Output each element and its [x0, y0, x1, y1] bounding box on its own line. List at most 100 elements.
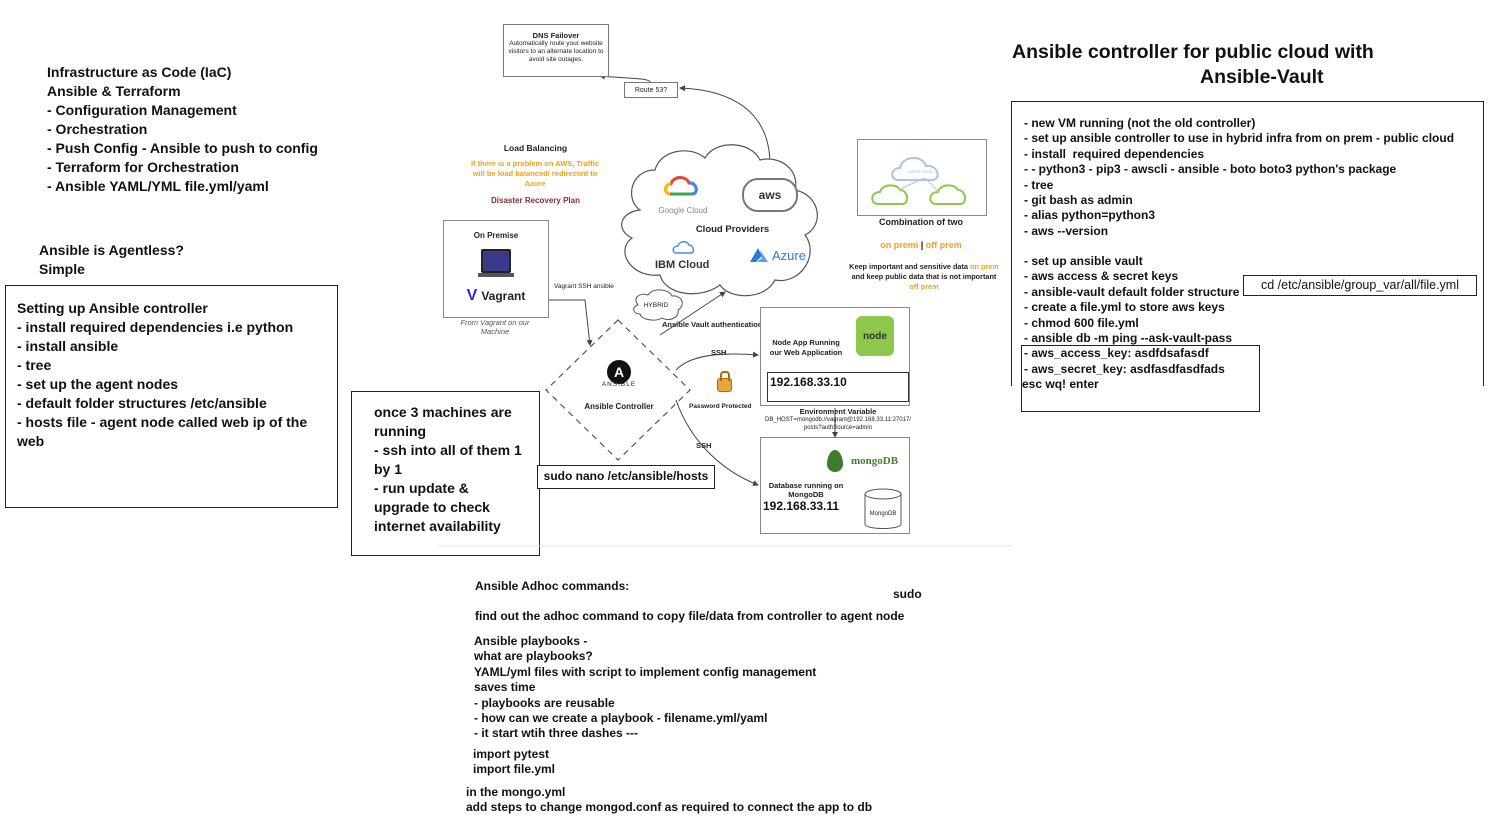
lock-icon	[717, 378, 732, 392]
env-var-value: DB_HOST=mongodb://vagrant@192.168.33.11:…	[765, 417, 911, 431]
machines-line: upgrade to check	[374, 499, 490, 515]
on-premi-label: on premi	[880, 240, 919, 250]
node-ip-box: 192.168.33.10	[767, 372, 909, 402]
vault-line: - new VM running (not the old controller…	[1024, 116, 1256, 130]
vagrant-label: Vagrant	[481, 289, 526, 303]
ansible-logo-text: ANSIBLE	[601, 381, 637, 388]
sep-label: |	[918, 240, 926, 250]
setup-line: web	[17, 433, 45, 449]
lb-title: Load Balancing	[503, 143, 568, 153]
vault-key-line: - ansible db -m ping --ask-vault-pass	[1024, 331, 1233, 346]
node-app-box[interactable]: Node App Running our Web Application nod…	[760, 307, 910, 406]
import-notes: import pytest import file.yml	[473, 747, 555, 778]
playbook-line: - how can we create a playbook - filenam…	[474, 711, 768, 726]
mongodb-leaf-icon	[827, 450, 843, 472]
hosts-command-box[interactable]: sudo nano /etc/ansible/hosts	[537, 465, 715, 489]
combination-label: Combination of two	[879, 217, 963, 227]
dns-desc: Automatically route your website visitor…	[508, 40, 604, 63]
iac-line: - Ansible YAML/YML file.yml/yaml	[47, 178, 269, 194]
machines-line: - ssh into all of them 1	[374, 442, 522, 458]
from-vagrant-label: From Vagrant on our Machine	[460, 318, 530, 336]
playbook-line: YAML/yml files with script to implement …	[474, 664, 817, 679]
dns-failover-box[interactable]: DNS Failover Automatically route your we…	[503, 24, 609, 77]
setup-line: - install required dependencies i.e pyth…	[17, 319, 294, 335]
sudo-note: sudo	[893, 587, 922, 601]
vault-line: - aws --version	[1024, 223, 1109, 238]
playbook-notes: Ansible playbooks - what are playbooks? …	[474, 634, 816, 742]
iac-line: - Terraform for Orchestration	[47, 159, 239, 175]
ansible-controller-label: Ansible Controller	[584, 402, 654, 411]
playbook-line: what are playbooks?	[474, 649, 593, 664]
setup-controller-box[interactable]: Setting up Ansible controller - install …	[5, 285, 338, 508]
mongo-line: add steps to change mongod.conf as requi…	[466, 800, 873, 815]
machines-running-box[interactable]: once 3 machines are running - ssh into a…	[351, 391, 540, 556]
vault-path-box[interactable]: cd /etc/ansible/group_var/all/file.yml	[1243, 275, 1477, 296]
import-line: import file.yml	[473, 762, 556, 777]
node-ip: 192.168.33.10	[770, 375, 847, 389]
iac-line: - Orchestration	[47, 121, 148, 137]
hybrid-label: HYBRID	[643, 302, 669, 309]
route53-box[interactable]: Route 53?	[624, 82, 678, 98]
vault-line: - alias python=python3	[1024, 208, 1156, 223]
prem-labels: on premi | off prem	[860, 240, 982, 250]
db-ip: 192.168.33.11	[763, 499, 840, 513]
vault-key-line: - aws_secret_key: asdfasdfasdfads	[1024, 361, 1225, 376]
database-cylinder-icon	[864, 488, 902, 529]
vault-notes-box[interactable]	[1011, 101, 1484, 386]
ibm-cloud-label: IBM Cloud	[655, 259, 710, 271]
controller-diamond	[545, 319, 691, 461]
db-running-label: Database running on MongoDB	[768, 481, 844, 499]
aws-keys-box[interactable]	[1021, 345, 1260, 412]
ssh-bottom-label: SSH	[696, 441, 712, 450]
aws-icon: aws	[742, 178, 798, 212]
keep-data-note: Keep important and sensitive data on pre…	[846, 262, 1002, 292]
hosts-command: sudo nano /etc/ansible/hosts	[543, 469, 709, 484]
setup-line: - install ansible	[17, 338, 119, 354]
vault-key-line: esc wq! enter	[1022, 377, 1099, 392]
iac-line: Ansible & Terraform	[47, 83, 181, 99]
import-line: import pytest	[473, 747, 550, 761]
ansible-logo-icon: A	[607, 360, 631, 384]
mongo-line: in the mongo.yml	[466, 785, 566, 799]
right-title-line1: Ansible controller for public cloud with	[1012, 41, 1374, 63]
on-premise-box[interactable]: On Premise V Vagrant	[443, 220, 549, 318]
iac-line: - Push Config - Ansible to push to confi…	[47, 140, 318, 156]
vault-line: - - python3 - pip3 - awscli - ansible - …	[1024, 162, 1397, 177]
playbook-line: - it start wtih three dashes ---	[474, 726, 639, 741]
hybrid-cloud-tag: hybrid cloud	[907, 169, 933, 174]
keep-text-1: Keep important and sensitive data	[849, 262, 971, 271]
drp-label: Disaster Recovery Plan	[491, 196, 580, 205]
vault-line: - install required dependencies	[1024, 146, 1205, 161]
vault-keys-notes: - set up ansible vault - aws access & se…	[1022, 254, 1240, 393]
ibm-icon	[672, 238, 696, 263]
vault-key-line: - ansible-vault default folder structure	[1024, 284, 1240, 299]
hybrid-cloud-shape	[633, 289, 683, 321]
playbook-line: saves time	[474, 680, 536, 695]
setup-line: - default folder structures /etc/ansible	[17, 395, 267, 411]
keep-off-prem: off prem	[909, 282, 939, 291]
agentless-line: Ansible is Agentless?	[39, 242, 184, 258]
vault-key-line: - set up ansible vault	[1024, 254, 1143, 268]
iac-line: - Configuration Management	[47, 102, 237, 118]
hybrid-cloud-icon	[871, 157, 966, 205]
vault-line: - git bash as admin	[1024, 193, 1133, 208]
adhoc-find-note: find out the adhoc command to copy file/…	[475, 609, 905, 623]
aws-label: aws	[758, 188, 782, 202]
env-var-title: Environment Variable	[799, 407, 877, 416]
vault-key-line: - chmod 600 file.yml	[1024, 315, 1139, 330]
route53-label: Route 53?	[634, 86, 668, 94]
dns-title: DNS Failover	[532, 31, 580, 40]
lb-desc: If there is a problem on AWS, Traffic wi…	[470, 159, 600, 188]
combination-box[interactable]: hybrid cloud	[857, 139, 987, 216]
agentless-notes: Ansible is Agentless? Simple	[39, 241, 184, 279]
google-cloud-icon	[662, 172, 702, 207]
database-box[interactable]: mongoDB Database running on MongoDB 192.…	[760, 437, 910, 534]
machines-line: by 1	[374, 461, 403, 477]
vault-setup-notes: - new VM running (not the old controller…	[1024, 116, 1454, 239]
azure-icon	[748, 246, 770, 269]
playbook-line: Ansible playbooks -	[474, 634, 588, 648]
vault-path: cd /etc/ansible/group_var/all/file.yml	[1260, 277, 1459, 292]
mongo-yml-notes: in the mongo.yml add steps to change mon…	[466, 785, 872, 816]
ssh-top-label: SSH	[711, 348, 727, 357]
cloud-providers-label: Cloud Providers	[695, 224, 770, 235]
